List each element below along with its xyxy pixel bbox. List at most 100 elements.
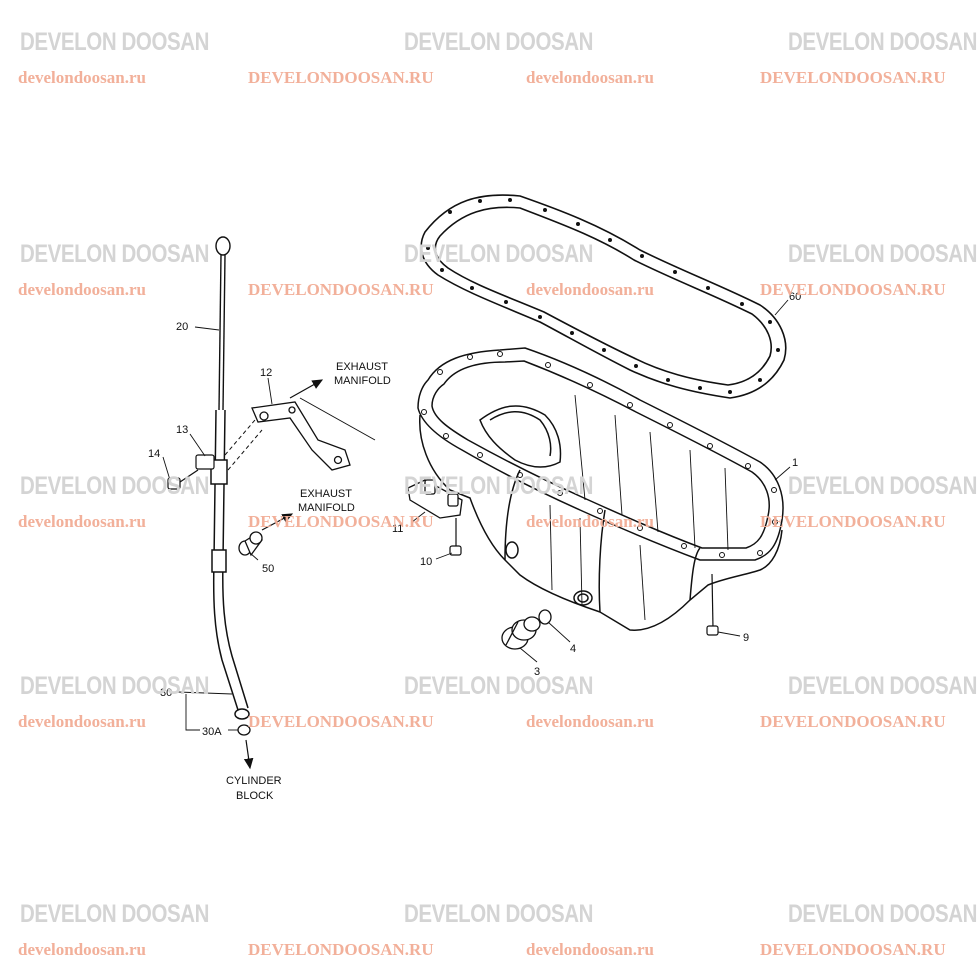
watermark: DEVELON DOOSAN xyxy=(782,24,980,60)
label-exhaust-manifold-top-line2: MANIFOLD xyxy=(334,375,391,387)
watermark: DEVELON DOOSAN xyxy=(782,668,980,704)
watermark-brand: DEVELON DOOSAN xyxy=(782,468,980,504)
watermark-brand-text: DEVELON DOOSAN xyxy=(404,671,594,700)
watermark-brand: DEVELON DOOSAN xyxy=(14,24,214,60)
watermark-brand: DEVELON DOOSAN xyxy=(398,24,598,60)
watermark-brand-text: DEVELON DOOSAN xyxy=(404,27,594,56)
watermark: DEVELON DOOSAN xyxy=(14,668,214,704)
watermark-site-text: develondoosan.ru xyxy=(18,712,146,731)
watermark: DEVELON DOOSAN xyxy=(398,236,598,272)
oil-pan xyxy=(417,347,784,631)
watermark: DEVELON DOOSAN xyxy=(782,236,980,272)
bracket-12 xyxy=(251,401,351,471)
drain-plug xyxy=(501,616,541,650)
bolt-14 xyxy=(167,469,199,490)
callout-60: 60 xyxy=(789,291,801,303)
callout-50: 50 xyxy=(262,563,274,575)
callout-9: 9 xyxy=(743,632,749,644)
watermark-site-text: DEVELONDOOSAN.RU xyxy=(760,68,946,87)
watermark-site-text: DEVELONDOOSAN.RU xyxy=(248,68,434,87)
watermark-site-text: DEVELONDOOSAN.RU xyxy=(248,512,434,531)
watermark-site-text: develondoosan.ru xyxy=(526,512,654,531)
watermark-site-text: develondoosan.ru xyxy=(18,68,146,87)
watermark: DEVELON DOOSAN xyxy=(782,468,980,504)
watermark-brand-text: DEVELON DOOSAN xyxy=(20,899,210,928)
watermark-brand-text: DEVELON DOOSAN xyxy=(788,239,978,268)
watermark: DEVELON DOOSAN xyxy=(398,896,598,932)
dipstick xyxy=(215,236,231,411)
watermark-site-text: develondoosan.ru xyxy=(18,280,146,299)
arrow-cylinder-block xyxy=(243,739,254,770)
watermark: DEVELON DOOSAN xyxy=(398,668,598,704)
leader-lines xyxy=(162,299,791,731)
watermark: DEVELON DOOSAN xyxy=(398,468,598,504)
label-cylinder-block-line1: CYLINDER xyxy=(226,775,282,787)
watermark-brand: DEVELON DOOSAN xyxy=(14,468,214,504)
watermark-site-text: develondoosan.ru xyxy=(526,712,654,731)
watermark-brand: DEVELON DOOSAN xyxy=(14,236,214,272)
watermark-site-text: develondoosan.ru xyxy=(526,280,654,299)
bracket-12-dashed-guide xyxy=(224,419,263,471)
watermark-brand-text: DEVELON DOOSAN xyxy=(404,899,594,928)
watermark-brand: DEVELON DOOSAN xyxy=(782,896,980,932)
watermark-brand-text: DEVELON DOOSAN xyxy=(788,27,978,56)
bolt-10 xyxy=(449,518,462,556)
clip-13 xyxy=(195,454,215,470)
callout-30a: 30A xyxy=(202,726,222,738)
watermark-site-text: develondoosan.ru xyxy=(526,68,654,87)
watermark-site-text: DEVELONDOOSAN.RU xyxy=(760,280,946,299)
watermark-brand: DEVELON DOOSAN xyxy=(14,896,214,932)
watermark-brand: DEVELON DOOSAN xyxy=(398,236,598,272)
watermark: DEVELON DOOSAN xyxy=(782,896,980,932)
watermark-site-text: DEVELONDOOSAN.RU xyxy=(760,940,946,959)
watermark-brand: DEVELON DOOSAN xyxy=(398,896,598,932)
watermark-brand-text: DEVELON DOOSAN xyxy=(20,27,210,56)
watermark-brand-text: DEVELON DOOSAN xyxy=(404,471,594,500)
watermark: DEVELON DOOSAN xyxy=(14,896,214,932)
watermark-brand-text: DEVELON DOOSAN xyxy=(788,899,978,928)
label-exhaust-manifold-mid-line2: MANIFOLD xyxy=(298,502,355,514)
callout-11: 11 xyxy=(392,523,403,535)
watermark-site-text: DEVELONDOOSAN.RU xyxy=(248,280,434,299)
dipstick-guide-tube xyxy=(210,409,250,720)
watermark-site-text: DEVELONDOOSAN.RU xyxy=(248,712,434,731)
label-cylinder-block-line2: BLOCK xyxy=(236,790,274,802)
callout-1: 1 xyxy=(792,457,798,469)
watermark-brand: DEVELON DOOSAN xyxy=(14,668,214,704)
watermark: DEVELON DOOSAN xyxy=(14,468,214,504)
watermark-site-text: DEVELONDOOSAN.RU xyxy=(248,940,434,959)
label-exhaust-manifold-top-line1: EXHAUST xyxy=(336,361,388,373)
watermark-brand-text: DEVELON DOOSAN xyxy=(788,471,978,500)
watermark-site-text: DEVELONDOOSAN.RU xyxy=(760,512,946,531)
bracket-12-reference-line xyxy=(299,397,376,441)
callout-4: 4 xyxy=(570,643,576,655)
watermark-brand: DEVELON DOOSAN xyxy=(782,236,980,272)
callout-30: 30 xyxy=(160,687,172,699)
watermark-brand-text: DEVELON DOOSAN xyxy=(20,239,210,268)
watermark-brand-text: DEVELON DOOSAN xyxy=(20,471,210,500)
bracket-11 xyxy=(407,479,463,519)
watermark: DEVELON DOOSAN xyxy=(14,24,214,60)
watermark-brand: DEVELON DOOSAN xyxy=(398,668,598,704)
watermark-brand-text: DEVELON DOOSAN xyxy=(404,239,594,268)
watermark-brand-text: DEVELON DOOSAN xyxy=(788,671,978,700)
callout-3: 3 xyxy=(534,666,540,678)
label-exhaust-manifold-mid-line1: EXHAUST xyxy=(300,488,352,500)
callout-13: 13 xyxy=(176,424,188,436)
watermark: DEVELON DOOSAN xyxy=(14,236,214,272)
arrow-exhaust-manifold-top xyxy=(289,379,324,399)
watermark-site-text: develondoosan.ru xyxy=(526,940,654,959)
watermark-brand: DEVELON DOOSAN xyxy=(782,24,980,60)
bolt-9 xyxy=(706,573,719,636)
watermark-site-text: DEVELONDOOSAN.RU xyxy=(760,712,946,731)
watermark-site-text: develondoosan.ru xyxy=(18,940,146,959)
watermark-brand: DEVELON DOOSAN xyxy=(782,668,980,704)
watermark: DEVELON DOOSAN xyxy=(398,24,598,60)
arrow-exhaust-manifold-mid xyxy=(261,513,294,531)
callout-14: 14 xyxy=(148,448,160,460)
drain-plug-washer xyxy=(538,609,552,625)
callout-20: 20 xyxy=(176,321,188,333)
watermark-brand: DEVELON DOOSAN xyxy=(398,468,598,504)
